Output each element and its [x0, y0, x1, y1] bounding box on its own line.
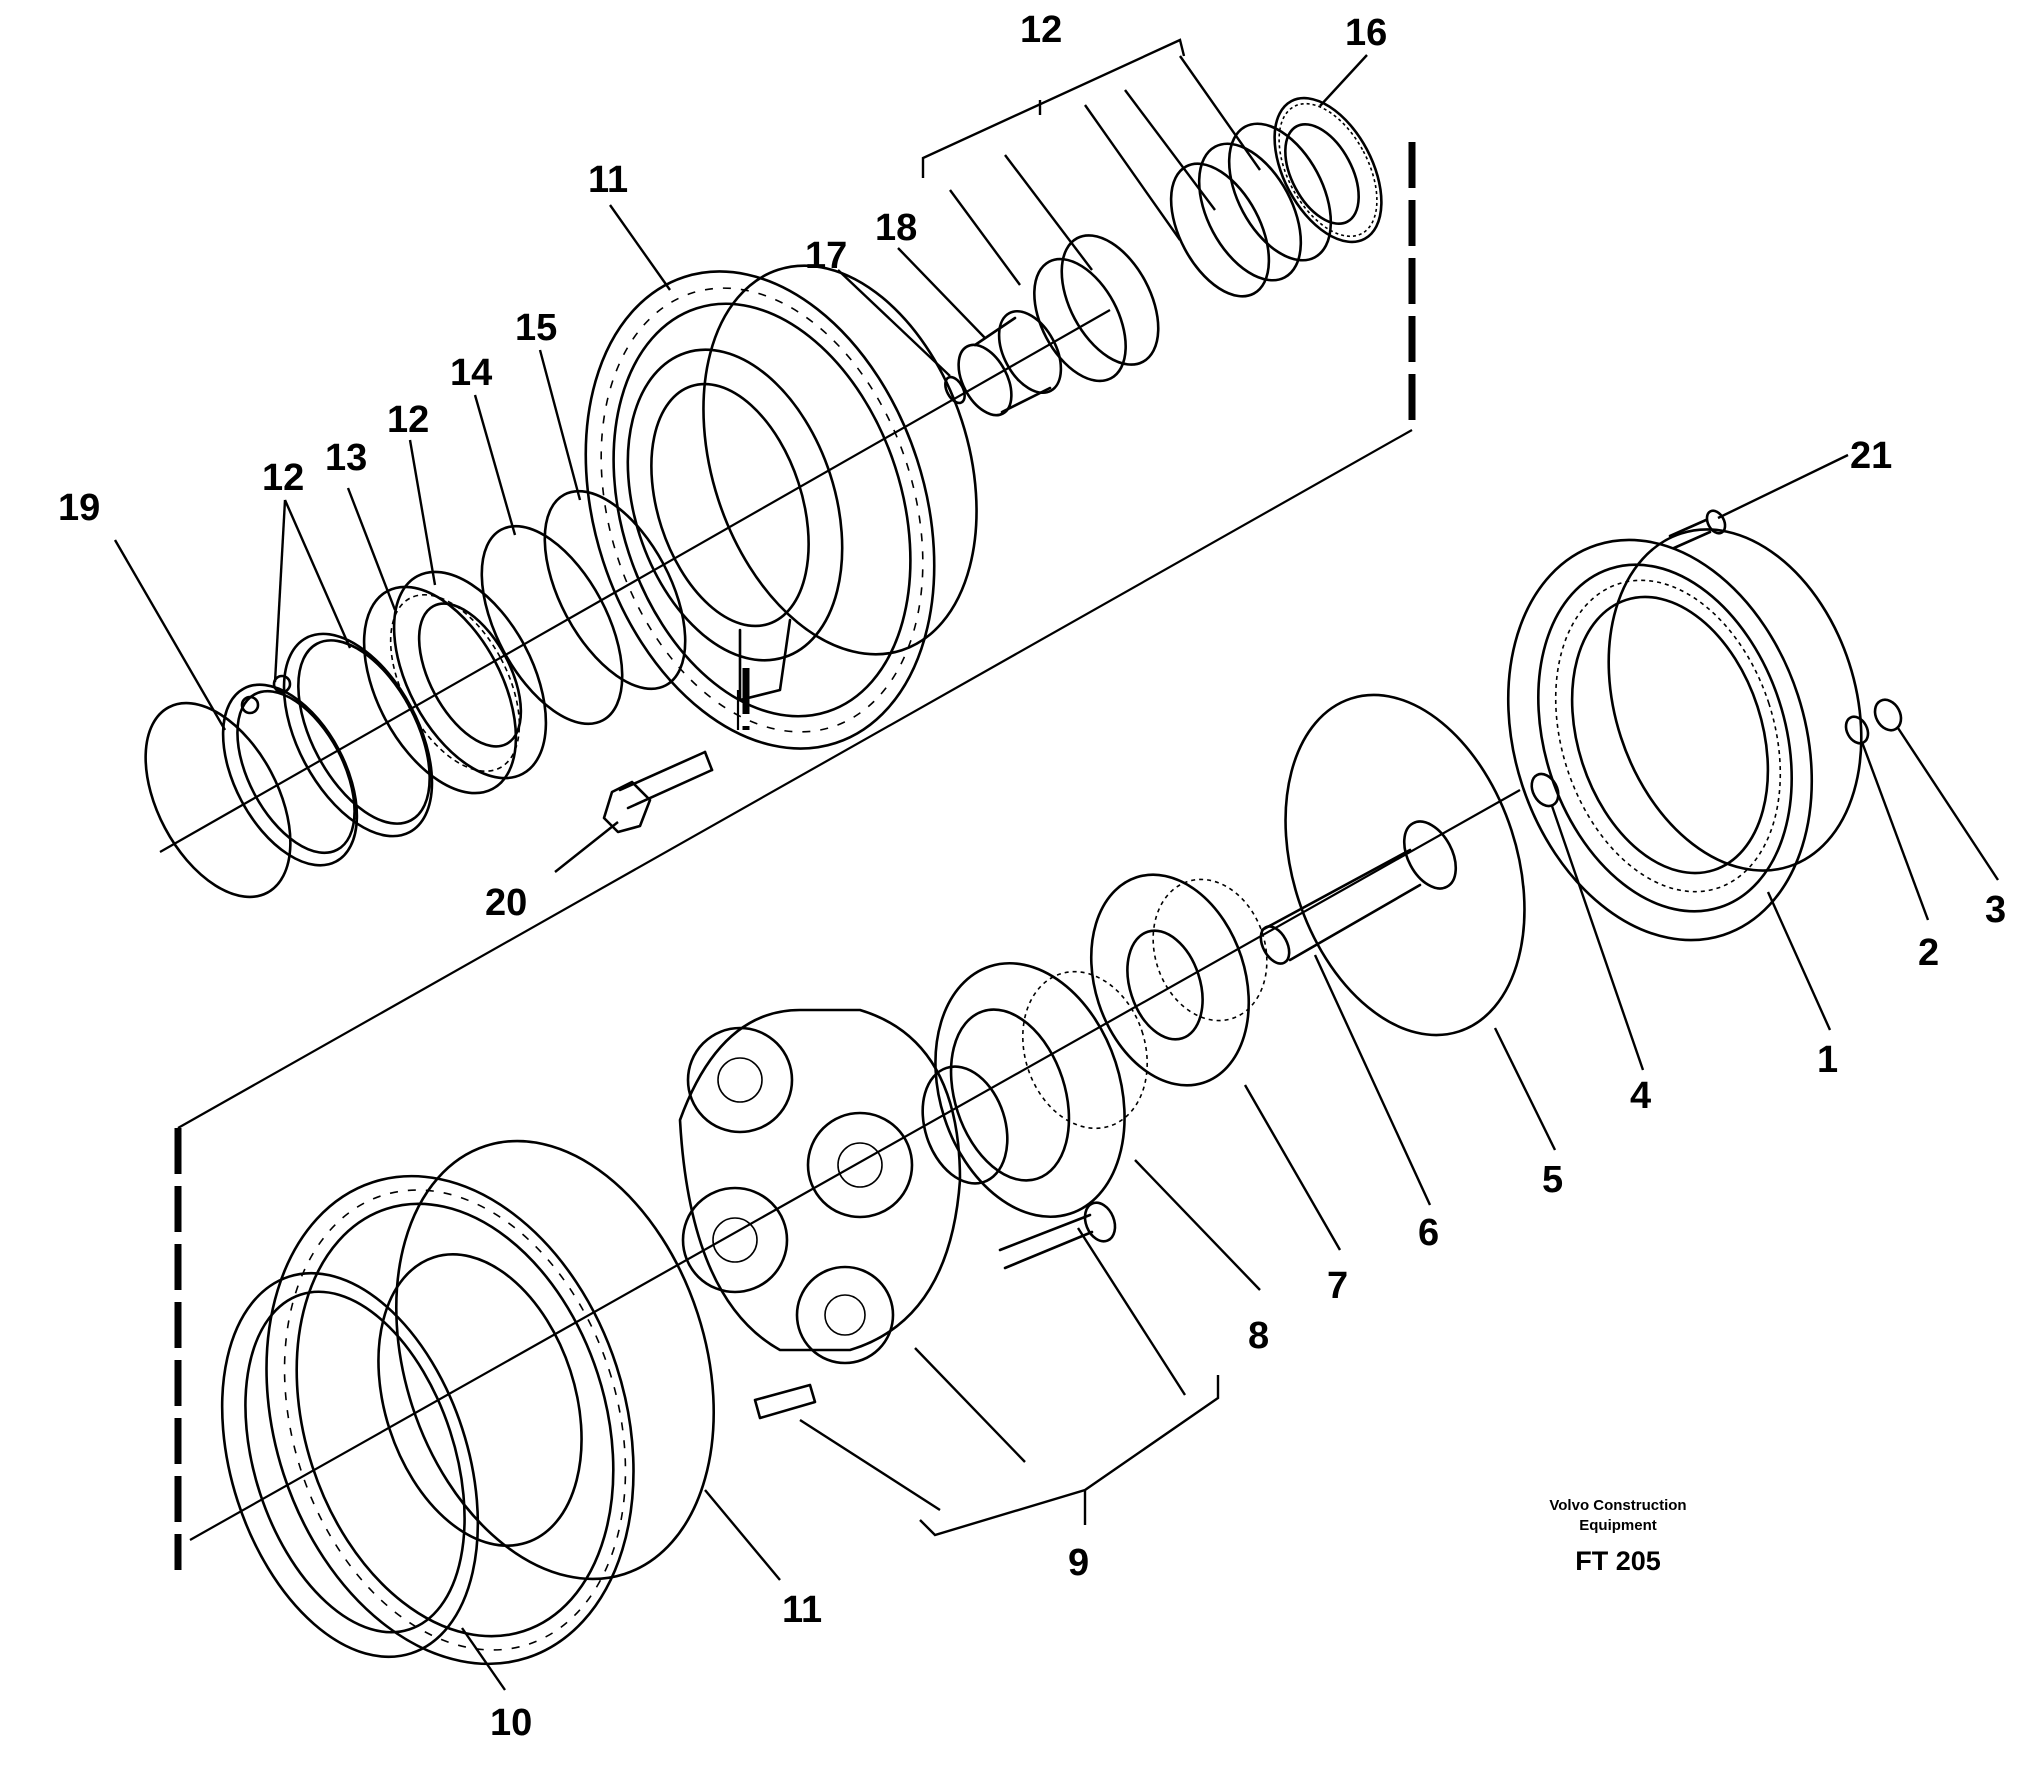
callout-1: 1 [1817, 1039, 1838, 1081]
part-2-washer [1844, 715, 1870, 745]
figure-credit: Volvo Construction Equipment FT 205 [1549, 1497, 1686, 1576]
callout-19: 19 [58, 487, 100, 529]
figure-id: FT 205 [1575, 1546, 1661, 1576]
leader-lines [113, 38, 2000, 1691]
callout-14: 14 [450, 352, 492, 394]
part-16-gear-disc [1273, 96, 1383, 244]
callout-18: 18 [875, 207, 917, 249]
part-12-clutch-discs [1033, 122, 1333, 383]
part-18-sleeve [957, 309, 1063, 417]
callout-13: 13 [325, 437, 367, 479]
part-19-ring [144, 701, 292, 899]
callout-7: 7 [1327, 1265, 1348, 1307]
callout-5: 5 [1542, 1159, 1563, 1201]
callout-15: 15 [515, 307, 557, 349]
part-12-snap-ring-b [282, 632, 434, 838]
callout-16: 16 [1345, 12, 1387, 54]
callout-6: 6 [1418, 1212, 1439, 1254]
callout-2: 2 [1918, 932, 1939, 974]
part-12-snap-ring-a [221, 674, 359, 867]
part-15-o-ring [543, 489, 687, 691]
callout-4: 4 [1630, 1075, 1651, 1117]
callout-17: 17 [805, 235, 847, 277]
part-9-planet-carrier [678, 1008, 1117, 1420]
callout-11-bottom: 11 [782, 1589, 822, 1631]
callout-labels: 12 16 11 17 18 15 14 12 13 12 19 20 21 3… [58, 9, 2006, 1744]
part-11-hub-housing-bottom [265, 1139, 716, 1666]
part-8-sun-gear [921, 961, 1148, 1219]
part-20-bolt [602, 750, 714, 834]
callout-12-b: 12 [387, 399, 429, 441]
part-6-shaft [1259, 820, 1458, 965]
callout-9: 9 [1068, 1542, 1089, 1584]
callout-8: 8 [1248, 1315, 1269, 1357]
part-10-seal-ring [220, 1271, 480, 1659]
part-4-washer [1530, 772, 1560, 808]
part-5-o-ring [1284, 693, 1526, 1037]
bottom-center-axis [189, 789, 1521, 1541]
callout-10: 10 [490, 1702, 532, 1744]
company-name-line2: Equipment [1579, 1517, 1657, 1534]
callout-12-a: 12 [262, 457, 304, 499]
part-1-ring-gear [1506, 528, 1863, 942]
part-3-plug [1873, 698, 1903, 732]
part-21-bolt [1668, 509, 1727, 550]
callout-11-top: 11 [588, 159, 628, 201]
part-7-gear-disc [1089, 873, 1268, 1087]
part-14-o-ring [480, 524, 624, 726]
callout-12-top: 12 [1020, 9, 1062, 51]
callout-3: 3 [1985, 889, 2006, 931]
dashed-group-frame [174, 142, 1416, 1570]
part-17-pin [944, 375, 966, 405]
callout-20: 20 [485, 882, 527, 924]
part-11-hub-housing-top [584, 264, 978, 750]
company-name-line1: Volvo Construction [1549, 1497, 1686, 1514]
callout-21: 21 [1850, 435, 1892, 477]
